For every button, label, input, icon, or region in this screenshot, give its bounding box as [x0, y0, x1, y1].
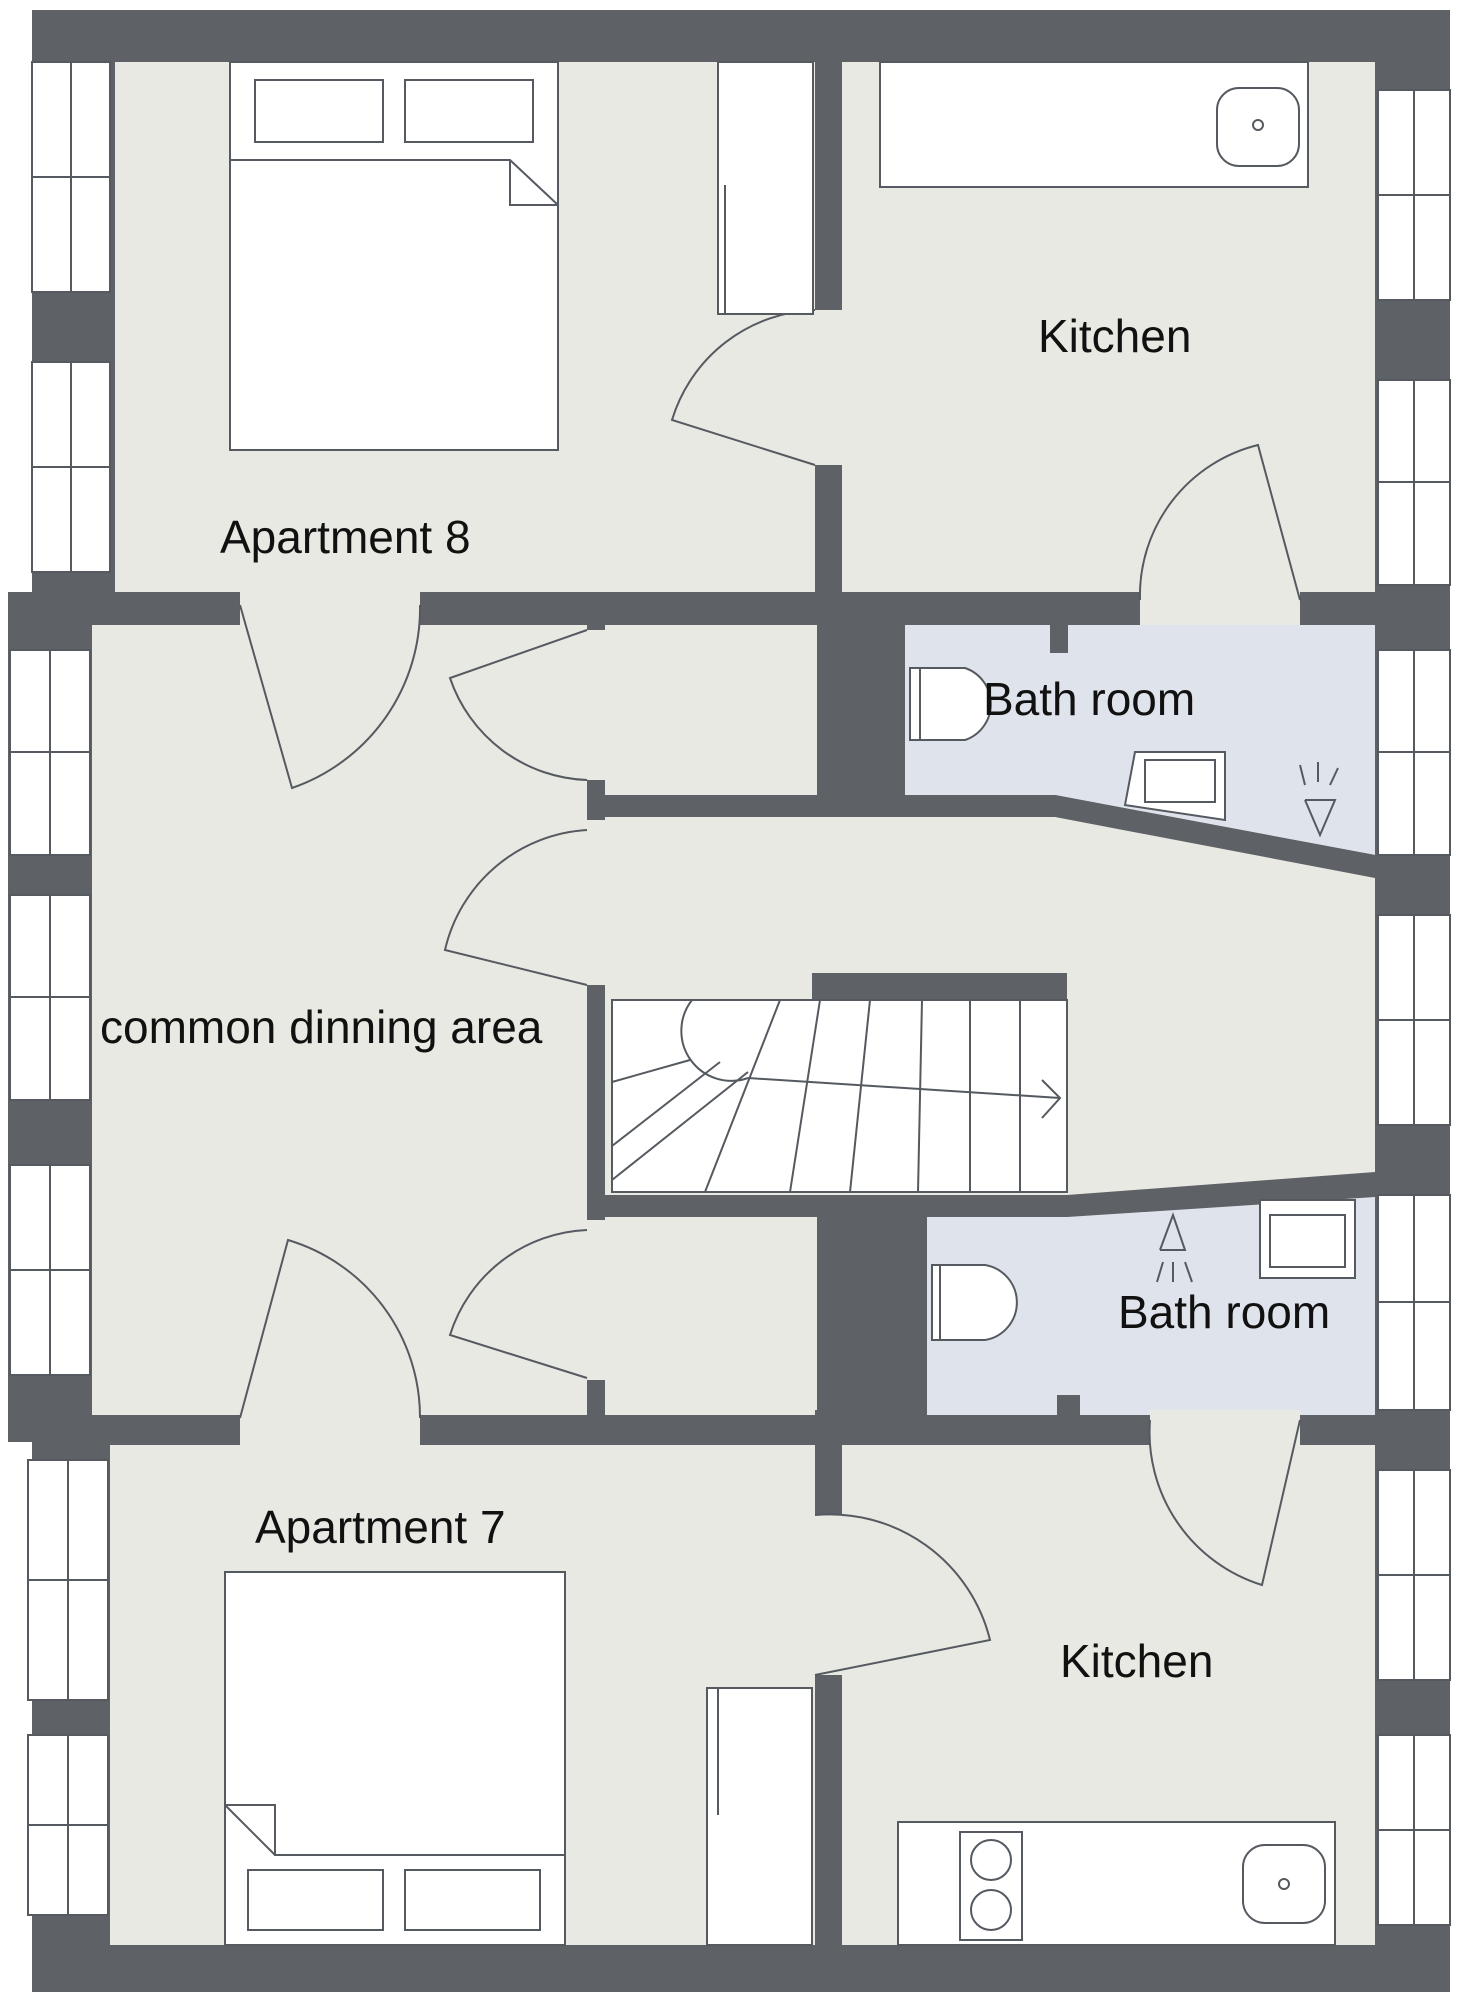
- kitchen-bottom-floor: [840, 1395, 1375, 1945]
- label-bath-bottom: Bath room: [1118, 1286, 1330, 1338]
- wall-central-bottom: [815, 1410, 842, 1945]
- wardrobe-top: [717, 61, 814, 315]
- label-bath-top: Bath room: [983, 673, 1195, 725]
- label-apartment-8: Apartment 8: [220, 511, 471, 563]
- staircase: [611, 999, 1068, 1193]
- bed-apartment-8: [229, 61, 559, 451]
- bath-bottom-fixtures: [931, 1199, 1356, 1341]
- wall-stair-top: [812, 973, 1067, 1001]
- common-area-floor: [92, 625, 587, 1415]
- corridor-bottom-floor: [605, 1215, 817, 1415]
- windows-right: [1377, 89, 1451, 1926]
- wall-pillar-bottom: [817, 1215, 927, 1415]
- doors: [239, 309, 1301, 1676]
- label-kitchen-bottom: Kitchen: [1060, 1635, 1213, 1687]
- kitchen-top-counter: [879, 61, 1309, 188]
- wall-bath-top-slope: [587, 795, 1375, 878]
- label-kitchen-top: Kitchen: [1038, 310, 1191, 362]
- wardrobe-bottom: [706, 1687, 813, 1946]
- wall-bath-stub-bottom: [1057, 1395, 1080, 1440]
- label-apartment-7: Apartment 7: [255, 1501, 506, 1553]
- bed-apartment-7: [224, 1571, 566, 1946]
- kitchen-bottom-counter: [897, 1821, 1336, 1946]
- wall-bath-bottom-slope: [587, 1172, 1375, 1217]
- corridor-top-floor: [605, 625, 817, 795]
- bath-top-floor: [905, 610, 1375, 855]
- bath-top-fixtures: [909, 667, 1339, 838]
- wall-bath-stub-top: [1050, 625, 1068, 653]
- wall-pillar-top: [817, 625, 905, 795]
- windows-left: [9, 61, 111, 1916]
- label-common-area: common dinning area: [100, 1001, 543, 1053]
